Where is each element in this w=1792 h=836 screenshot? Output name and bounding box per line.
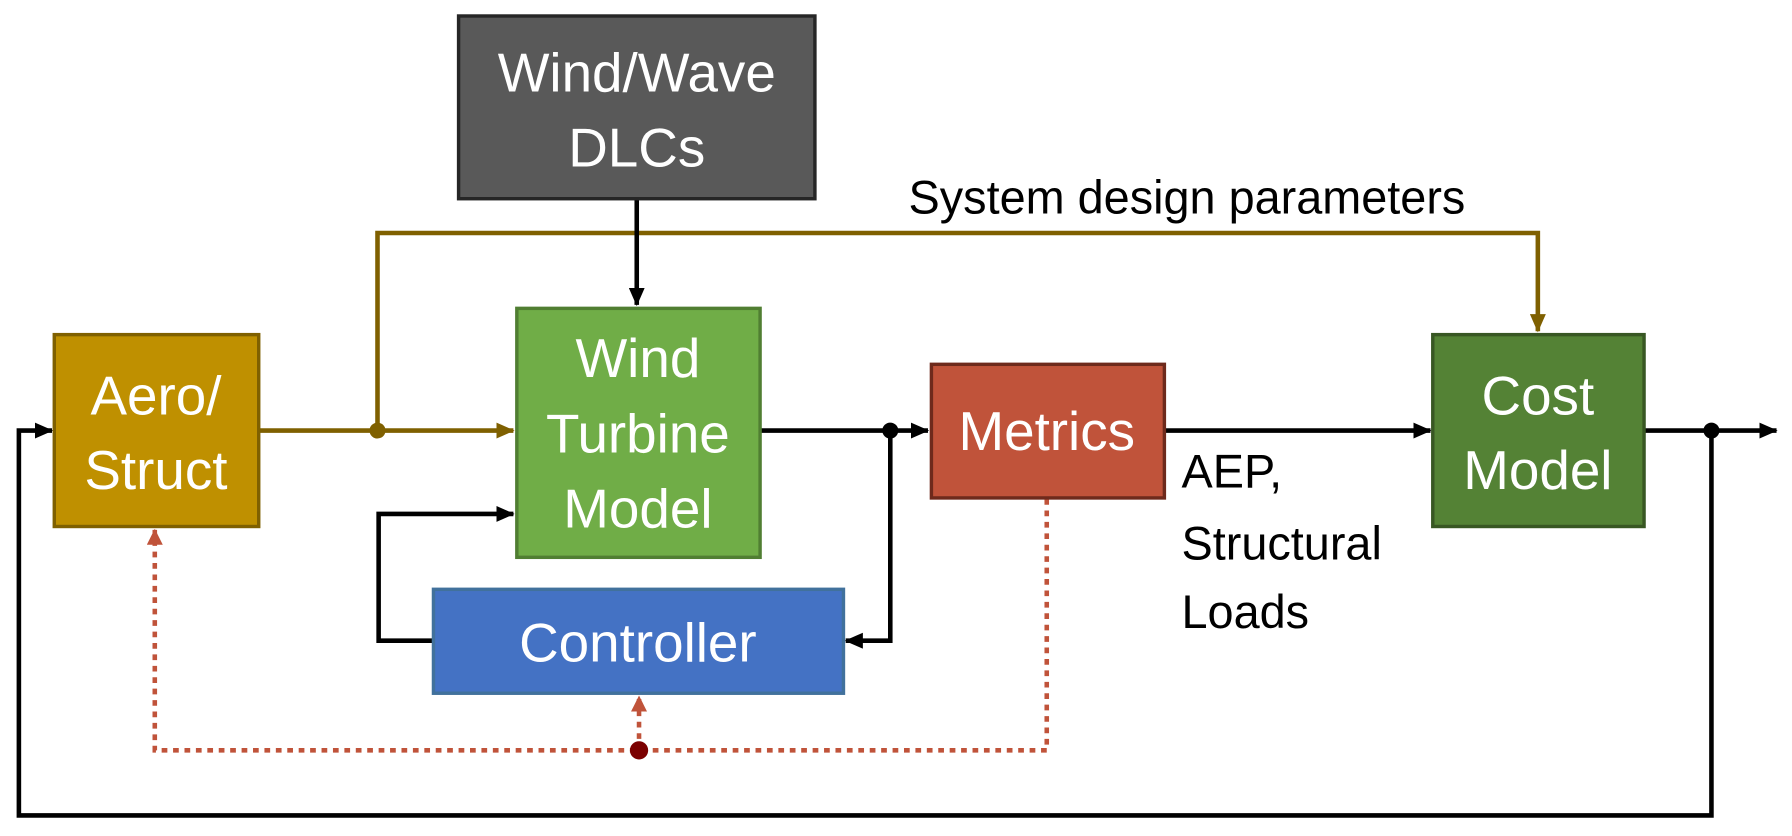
block-aero-struct-label-2: Struct bbox=[84, 439, 227, 501]
block-controller-label: Controller bbox=[519, 611, 757, 673]
design-params-label: System design parameters bbox=[909, 172, 1466, 224]
block-controller[interactable]: Controller bbox=[431, 587, 846, 695]
block-aero-struct-rect bbox=[52, 332, 261, 529]
block-wind-turbine-model-rect bbox=[515, 306, 762, 560]
block-aero-struct[interactable]: Aero/ Struct bbox=[52, 332, 261, 529]
block-metrics-label: Metrics bbox=[958, 400, 1135, 462]
outer-feedback-loop-arrow bbox=[16, 422, 1714, 818]
block-wind-wave-dlcs[interactable]: Wind/Wave DLCs bbox=[456, 14, 817, 201]
block-cost-model-rect bbox=[1431, 332, 1646, 529]
block-wind-turbine-model[interactable]: Wind Turbine Model bbox=[515, 306, 762, 560]
outputs-label-line-3: Loads bbox=[1182, 586, 1310, 638]
block-wind-turbine-model-label-2: Turbine bbox=[546, 402, 730, 464]
design-params-bus bbox=[375, 230, 1546, 431]
block-cost-model-label-2: Model bbox=[1463, 439, 1612, 501]
block-wind-wave-dlcs-rect bbox=[456, 14, 817, 201]
block-wind-turbine-model-label-3: Model bbox=[563, 478, 712, 540]
block-controller-rect bbox=[431, 587, 846, 695]
feedback-junction-dot bbox=[629, 741, 649, 760]
block-cost-model[interactable]: Cost Model bbox=[1431, 332, 1646, 529]
turbine-to-controller-arrow bbox=[844, 430, 893, 649]
outputs-label-line-1: AEP, bbox=[1182, 446, 1283, 498]
block-wind-turbine-model-label-1: Wind bbox=[575, 327, 700, 389]
controller-to-turbine-arrow bbox=[376, 505, 515, 643]
block-cost-model-label-1: Cost bbox=[1482, 365, 1595, 427]
block-wind-wave-dlcs-label-1: Wind/Wave bbox=[498, 41, 776, 103]
metrics-feedback-dotted-line bbox=[146, 499, 1050, 753]
outputs-label-line-2: Structural bbox=[1182, 518, 1382, 570]
block-aero-struct-label-1: Aero/ bbox=[90, 365, 222, 427]
block-wind-wave-dlcs-label-2: DLCs bbox=[568, 117, 705, 179]
block-metrics-rect bbox=[929, 362, 1167, 500]
block-metrics[interactable]: Metrics bbox=[929, 362, 1167, 500]
design-params-junction-dot bbox=[369, 422, 386, 439]
